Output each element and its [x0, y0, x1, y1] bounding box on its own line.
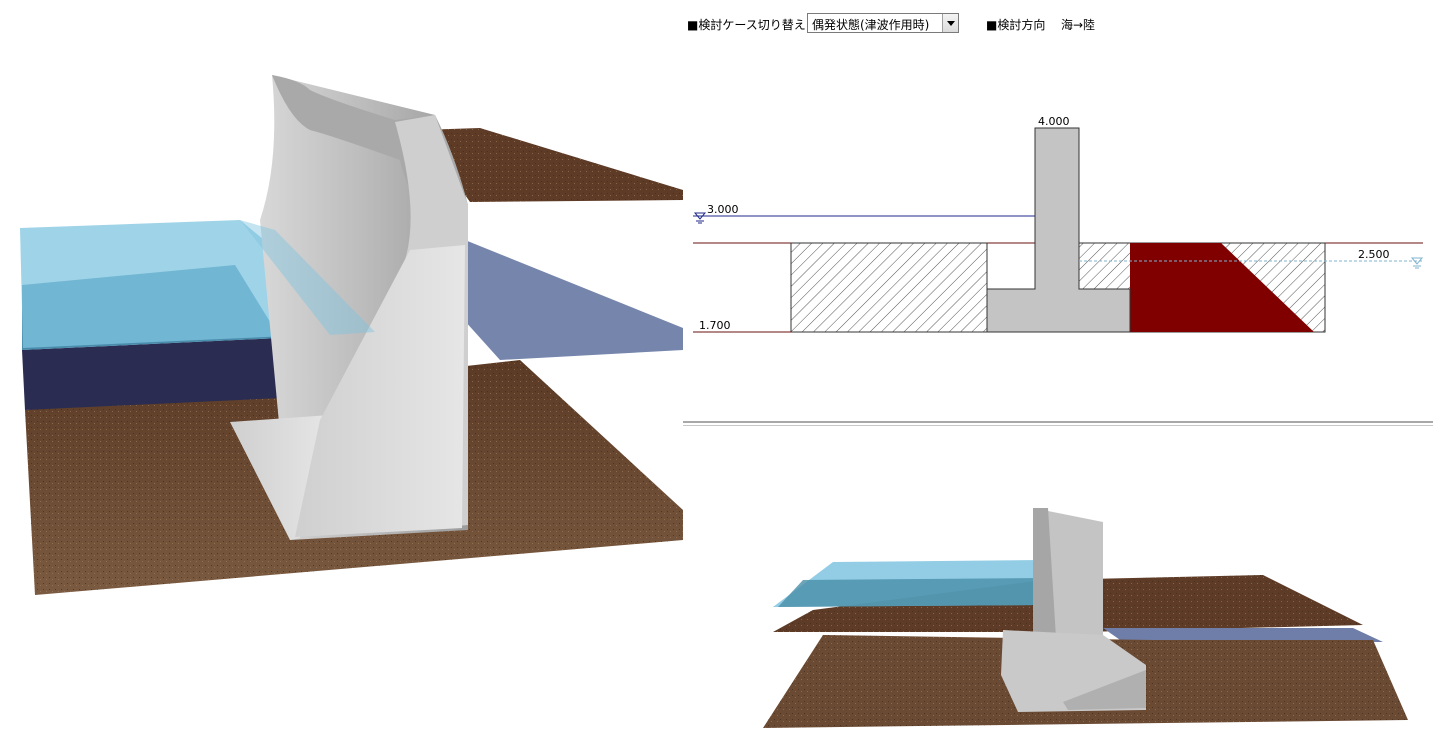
- 3d-front-view[interactable]: [683, 430, 1433, 735]
- wall-stem-side: [1033, 508, 1058, 670]
- wall-counterfort: [295, 245, 465, 537]
- cross-section-diagram: 4.000 3.000 2.500 1.700: [693, 115, 1424, 333]
- water-level-icon: [693, 212, 707, 224]
- 3d-perspective-view[interactable]: [0, 60, 683, 605]
- case-select[interactable]: 偶発状態(津波作用時): [807, 13, 959, 33]
- wall-section: [986, 127, 1131, 333]
- seabed-layer: [22, 338, 345, 410]
- sea-water-overlay: [240, 220, 375, 335]
- top-elevation-label: 4.000: [1038, 115, 1070, 128]
- case-switch-label: ■検討ケース切り替え: [687, 18, 806, 32]
- pane-splitter[interactable]: [683, 421, 1433, 426]
- sea-water-level-label: 3.000: [707, 203, 739, 216]
- sea-side-soil: [790, 242, 988, 333]
- land-water-level-label: 2.500: [1358, 248, 1390, 261]
- case-select-value: 偶発状態(津波作用時): [812, 18, 930, 32]
- water-level-icon: [1410, 257, 1424, 269]
- chevron-down-icon[interactable]: [942, 14, 958, 32]
- land-water-surface: [1103, 628, 1383, 642]
- land-soil-texture: [420, 128, 683, 202]
- base-elevation-label: 1.700: [699, 319, 731, 332]
- backfill-block: [1130, 243, 1314, 332]
- direction-label: ■検討方向: [986, 18, 1046, 32]
- wall-footing-slope: [1063, 670, 1146, 710]
- land-water-surface: [455, 238, 683, 360]
- sea-water-body: [778, 578, 1043, 607]
- direction-value: 海→陸: [1061, 18, 1096, 32]
